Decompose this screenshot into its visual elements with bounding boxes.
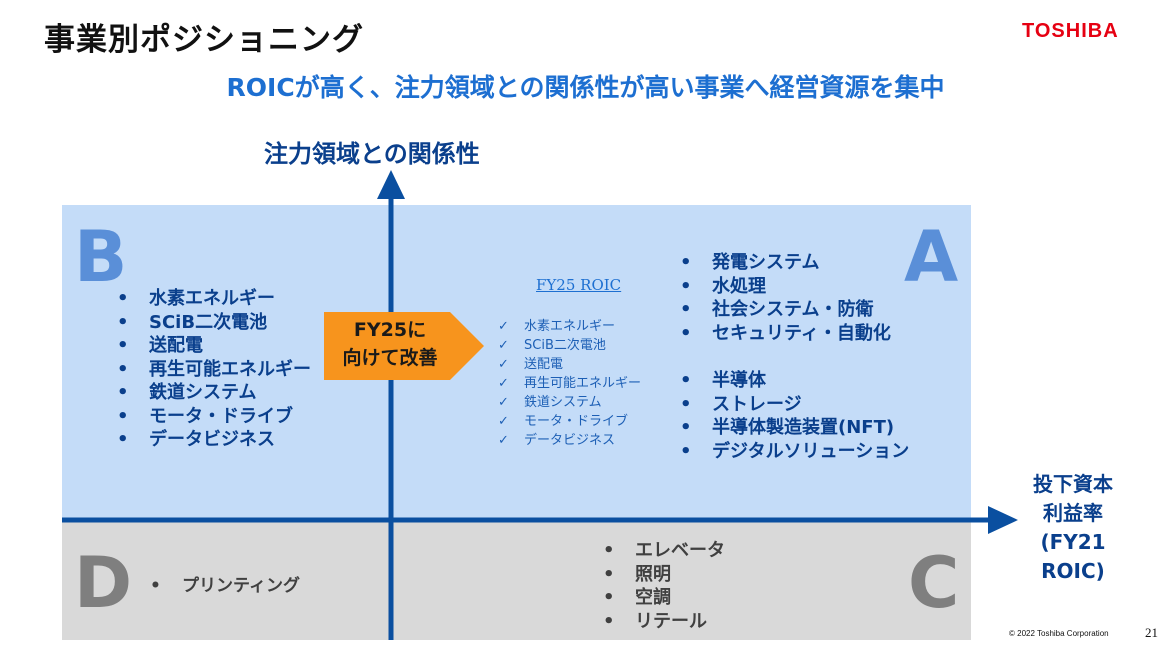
check-item: 水素エネルギー <box>498 317 641 336</box>
quadrant-d-list: プリンティング <box>150 575 300 599</box>
page-title: 事業別ポジショニング <box>44 22 364 58</box>
check-item: 再生可能エネルギー <box>498 374 641 393</box>
list-item: 社会システム・防衛 <box>680 298 891 322</box>
check-item: 鉄道システム <box>498 393 641 412</box>
page-number: 21 <box>1145 625 1158 640</box>
check-item: データビジネス <box>498 431 641 450</box>
quadrant-c-letter: C <box>908 542 960 624</box>
fy25-roic-header: FY25 ROIC <box>536 276 622 294</box>
list-item: 水素エネルギー <box>117 287 311 311</box>
x-axis-label-line: (FY21 ROIC) <box>1040 530 1106 583</box>
list-item: リテール <box>603 610 725 634</box>
y-axis-label: 注力領域との関係性 <box>264 140 480 168</box>
x-axis-label-line: 利益率 <box>1043 501 1103 525</box>
x-axis-label-line: 投下資本 <box>1033 472 1113 496</box>
list-item: データビジネス <box>117 428 311 452</box>
list-item: 送配電 <box>117 334 311 358</box>
list-item: SCiB二次電池 <box>117 311 311 335</box>
list-item: 空調 <box>603 586 725 610</box>
list-item: セキュリティ・自動化 <box>680 322 891 346</box>
x-axis-label: 投下資本 利益率 (FY21 ROIC) <box>1008 470 1138 586</box>
improvement-line: FY25に <box>353 319 427 341</box>
list-item: デジタルソリューション <box>680 440 909 464</box>
check-item: SCiB二次電池 <box>498 336 641 355</box>
improvement-line: 向けて改善 <box>342 347 438 369</box>
list-item: 鉄道システム <box>117 381 311 405</box>
quadrant-d-letter: D <box>74 542 133 624</box>
quadrant-b-list: 水素エネルギー SCiB二次電池 送配電 再生可能エネルギー 鉄道システム モー… <box>117 287 311 452</box>
quadrant-b-letter: B <box>74 216 128 298</box>
check-item: モータ・ドライブ <box>498 412 641 431</box>
improvement-arrow <box>324 312 484 380</box>
quadrant-a-letter: A <box>904 216 959 298</box>
list-item: モータ・ドライブ <box>117 405 311 429</box>
check-item: 送配電 <box>498 355 641 374</box>
list-item: 半導体 <box>680 369 909 393</box>
x-axis-arrowhead <box>988 506 1018 534</box>
list-item: 照明 <box>603 563 725 587</box>
y-axis-arrowhead <box>377 170 405 199</box>
list-item: プリンティング <box>150 575 300 599</box>
list-item: エレベータ <box>603 539 725 563</box>
list-item: 水処理 <box>680 275 891 299</box>
fy25-roic-list: 水素エネルギー SCiB二次電池 送配電 再生可能エネルギー 鉄道システム モー… <box>498 317 641 450</box>
list-item: 再生可能エネルギー <box>117 358 311 382</box>
list-item: ストレージ <box>680 393 909 417</box>
quadrant-a-list-2: 半導体 ストレージ 半導体製造装置(NFT) デジタルソリューション <box>680 369 909 463</box>
page-subtitle: ROICが高く、注力領域との関係性が高い事業へ経営資源を集中 <box>226 73 945 102</box>
toshiba-logo: TOSHIBA <box>1022 20 1119 42</box>
copyright-notice: © 2022 Toshiba Corporation <box>1009 629 1109 638</box>
list-item: 半導体製造装置(NFT) <box>680 416 909 440</box>
quadrant-a-list-1: 発電システム 水処理 社会システム・防衛 セキュリティ・自動化 <box>680 251 891 345</box>
list-item: 発電システム <box>680 251 891 275</box>
improvement-arrow-text: FY25に 向けて改善 <box>326 316 454 372</box>
quadrant-c-list: エレベータ 照明 空調 リテール <box>603 539 725 633</box>
